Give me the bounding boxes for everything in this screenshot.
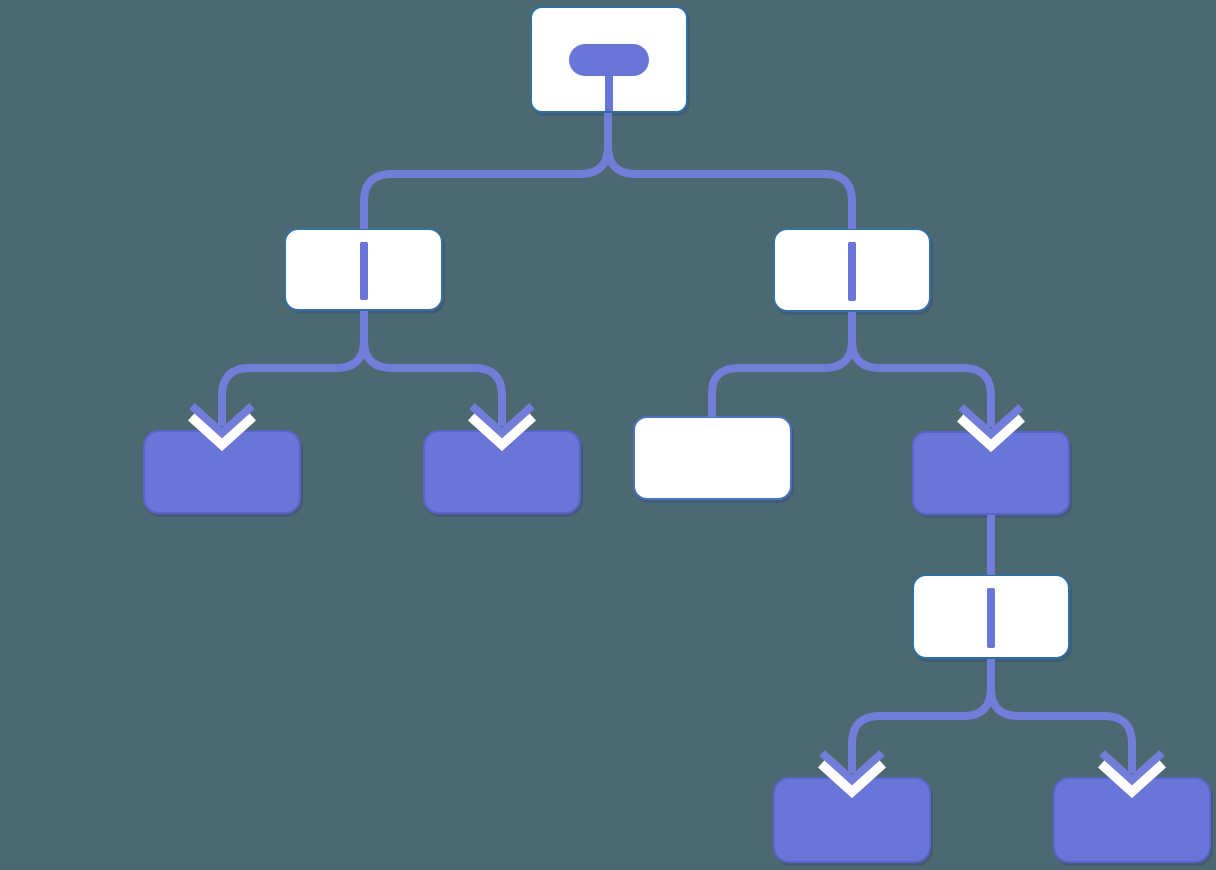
root-node[interactable]	[530, 6, 688, 113]
target-node-4[interactable]	[773, 777, 931, 863]
target-node-2[interactable]	[423, 430, 581, 514]
branch-node-right[interactable]	[773, 228, 931, 312]
branch-node-bottom[interactable]	[912, 574, 1070, 659]
arrow-chevron-icon	[1099, 750, 1165, 786]
edge-branch-right-to-filled-mid	[848, 312, 995, 427]
pass-through-bar	[359, 242, 368, 300]
pass-through-bar	[987, 588, 995, 648]
edge-branch-bottom-to-leaf-4	[848, 659, 995, 773]
root-stem	[605, 72, 613, 111]
pass-through-bar	[848, 242, 856, 301]
plain-white-node[interactable]	[633, 416, 792, 500]
edge-root-to-branch-left	[360, 113, 612, 229]
arrow-chevron-icon	[958, 404, 1024, 440]
arrow-chevron-icon	[819, 750, 885, 786]
target-node-1[interactable]	[143, 430, 301, 514]
branch-node-left[interactable]	[284, 228, 443, 311]
edge-branch-right-to-plain-leaf	[708, 312, 856, 417]
root-pill-icon	[569, 44, 649, 76]
arrow-chevron-icon	[469, 403, 535, 439]
edge-branch-left-to-leaf-2	[360, 311, 506, 426]
edge-branch-left-to-leaf-1	[218, 311, 368, 426]
target-node-5[interactable]	[1053, 777, 1211, 863]
edge-branch-bottom-to-leaf-5	[987, 659, 1136, 773]
arrow-chevron-icon	[189, 403, 255, 439]
target-node-mid[interactable]	[912, 431, 1070, 515]
edge-root-to-branch-right	[604, 113, 856, 229]
